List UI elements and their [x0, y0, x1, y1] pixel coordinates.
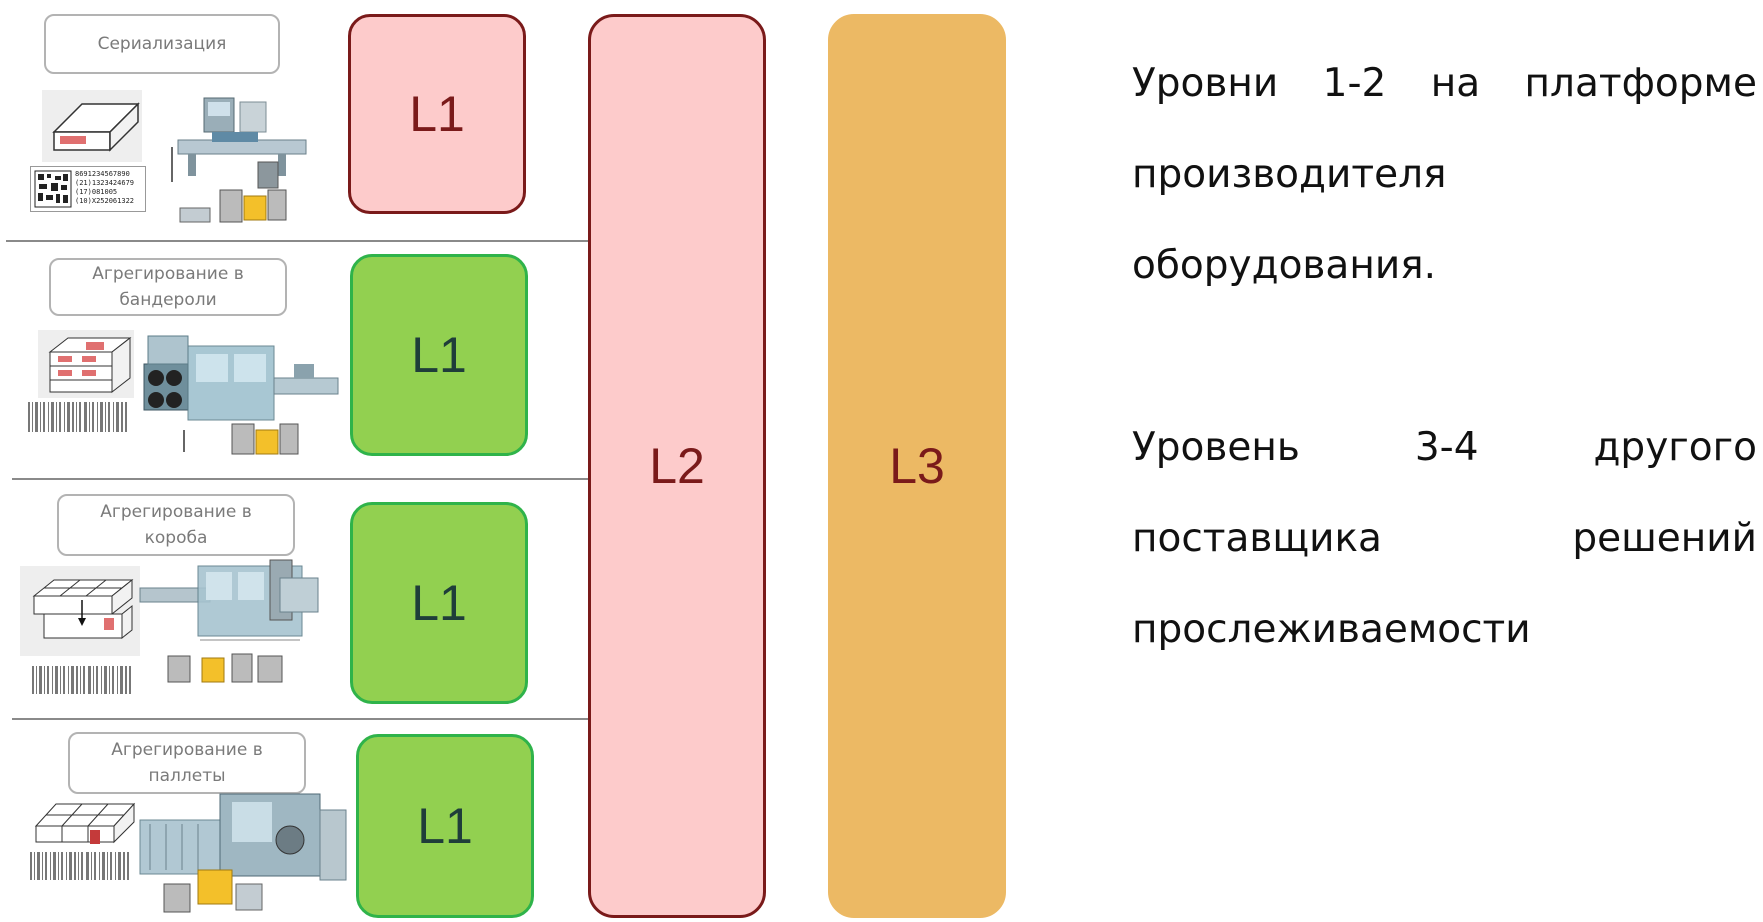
- word: платформе: [1524, 61, 1757, 106]
- level-l1-pallet: L1: [356, 734, 534, 918]
- stage-label-bundle-aggregation: Агрегирование в бандероли: [49, 258, 287, 316]
- stage-label-serialization: Сериализация: [44, 14, 280, 74]
- pallet-box-icon: [34, 802, 136, 844]
- level-l1-case: L1: [350, 502, 528, 704]
- datamatrix-label: 8691234567890 (21)1323424679 (17)081005 …: [30, 166, 146, 212]
- bundle-machine-image: [143, 335, 339, 455]
- level-l1-bundle: L1: [350, 254, 528, 456]
- stage-divider: [6, 240, 592, 242]
- datamatrix-line: (17)081005: [75, 188, 118, 196]
- case-machine-image: [139, 559, 319, 683]
- level-l1-serialization: L1: [348, 14, 526, 214]
- description-line: Уровень 3-4 другого: [1132, 402, 1757, 493]
- description-line: Уровни 1-2 на платформе: [1132, 38, 1757, 129]
- word: 3-4: [1414, 425, 1479, 470]
- serialization-machine-image: [171, 97, 307, 223]
- case-box-icon: [20, 566, 140, 656]
- bundle-box-icon: [38, 330, 134, 398]
- word: 1-2: [1322, 61, 1387, 106]
- word: оборудования.: [1132, 243, 1437, 288]
- description-line: прослеживаемости: [1132, 584, 1757, 675]
- datamatrix-line: 8691234567890: [75, 170, 130, 178]
- traceability-description: Уровень 3-4 другого поставщика решений п…: [1132, 402, 1757, 675]
- word: поставщика: [1132, 516, 1382, 561]
- datamatrix-line: (21)1323424679: [75, 179, 135, 187]
- platform-description: Уровни 1-2 на платформе производителя об…: [1132, 38, 1757, 311]
- barcode-icon: [28, 850, 132, 882]
- stage-label-case-aggregation: Агрегирование в короба: [57, 494, 295, 556]
- stage-divider: [12, 718, 592, 720]
- word: Уровни: [1132, 61, 1279, 106]
- level-l3: L3: [828, 14, 1006, 918]
- word: решений: [1572, 516, 1757, 561]
- word: на: [1430, 61, 1481, 106]
- barcode-icon: [26, 400, 130, 434]
- word: Уровень: [1132, 425, 1300, 470]
- pallet-machine-image: [139, 793, 347, 913]
- word: производителя: [1132, 152, 1447, 197]
- word: другого: [1593, 425, 1757, 470]
- word: прослеживаемости: [1132, 607, 1531, 652]
- level-l2: L2: [588, 14, 766, 918]
- description-line: производителя: [1132, 129, 1757, 220]
- barcode-icon: [30, 664, 134, 696]
- description-line: оборудования.: [1132, 220, 1757, 311]
- stage-divider: [12, 478, 592, 480]
- stage-label-pallet-aggregation: Агрегирование в паллеты: [68, 732, 306, 794]
- datamatrix-line: (10)X252061322: [75, 197, 135, 205]
- description-line: поставщика решений: [1132, 493, 1757, 584]
- product-box-icon: [42, 90, 142, 162]
- datamatrix-code-icon: [34, 170, 72, 208]
